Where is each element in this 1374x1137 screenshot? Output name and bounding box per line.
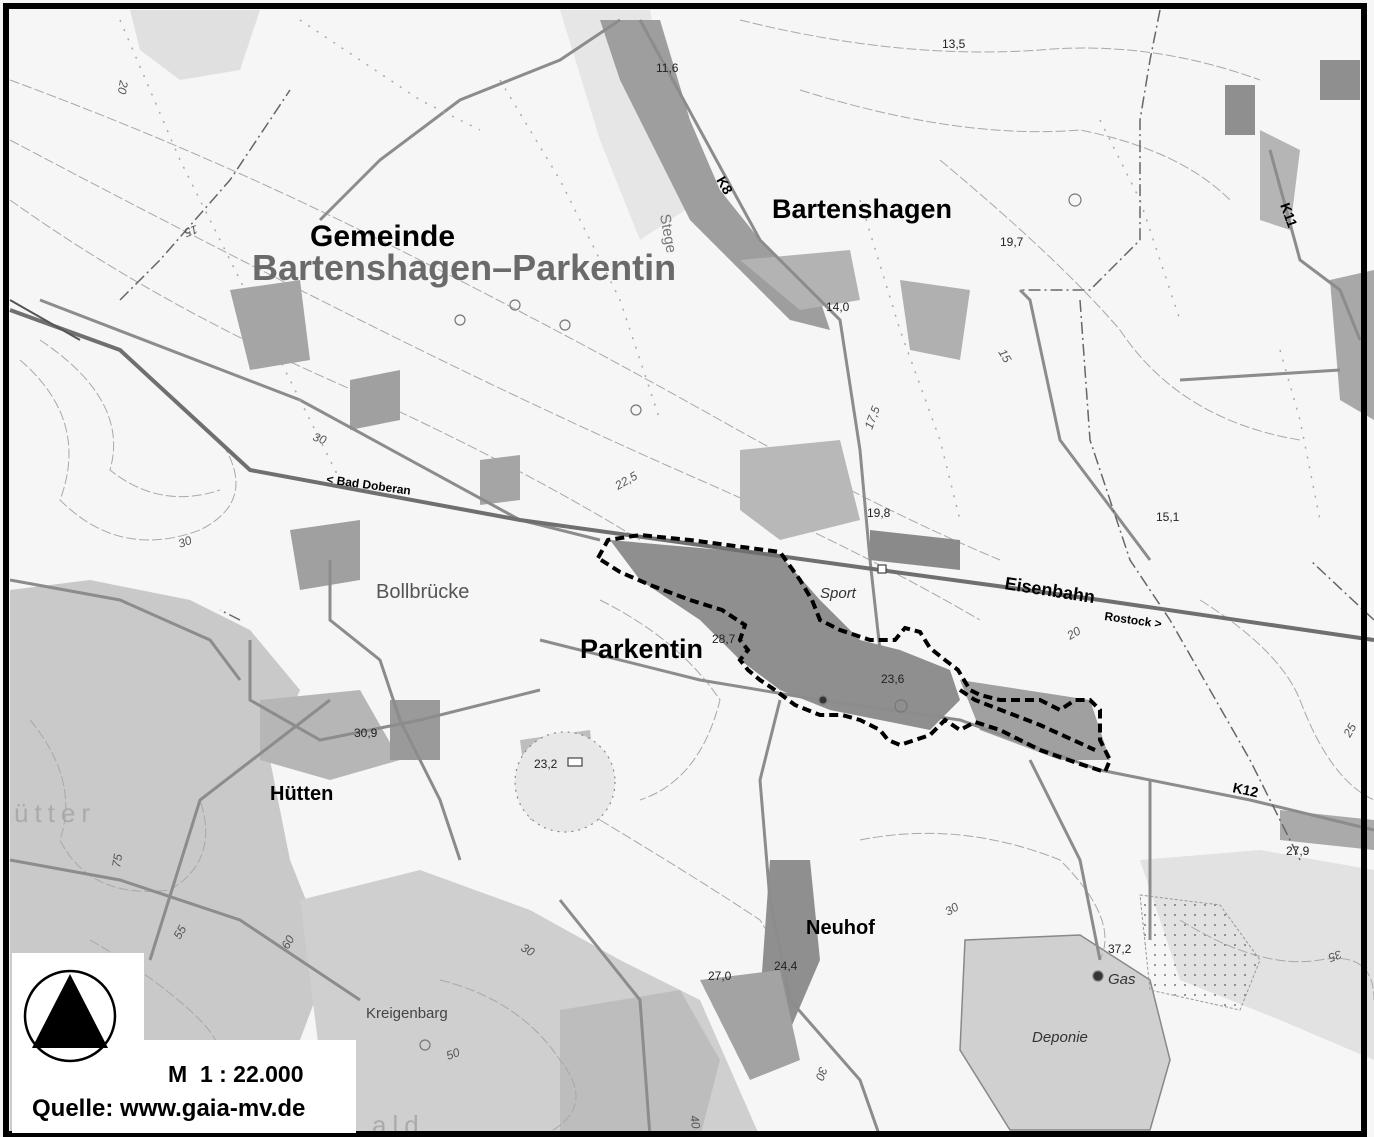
place-label-bollbruecke: Bollbrücke <box>376 581 469 603</box>
contour-label-20b: 20 <box>1064 624 1084 643</box>
contour-label-30b: 30 <box>176 533 194 551</box>
contour-label-40: 40 <box>687 1114 703 1130</box>
spot-height-2: 13,5 <box>942 37 966 51</box>
contour-label-35: 35 <box>1326 947 1344 965</box>
north-arrow-icon <box>23 969 117 1063</box>
place-label-sport: Sport <box>820 585 857 602</box>
place-label-huetten: Hütten <box>270 783 333 805</box>
map-border <box>3 3 1367 1137</box>
tracks <box>119 19 1321 521</box>
road-label-k12: K12 <box>1231 779 1260 800</box>
planning-boundary-parkentin <box>595 532 1113 775</box>
forest-area-south2 <box>560 990 720 1137</box>
municipality-title-line2: Bartenshagen–Parkentin <box>252 247 676 288</box>
road-k8 <box>638 19 882 651</box>
contour-label-60: 60 <box>278 933 297 952</box>
place-label-gas: Gas <box>1108 971 1136 988</box>
map-symbols <box>419 193 1104 1051</box>
planning-boundary-inner <box>958 688 1096 752</box>
spot-height-9: 30,9 <box>354 726 378 740</box>
place-label-kreigenbarg: Kreigenbarg <box>366 1005 448 1022</box>
map-labels: Gemeinde Bartenshagen–Parkentin Bartensh… <box>14 37 1359 1137</box>
place-label-parkentin: Parkentin <box>580 634 703 664</box>
spot-height-12: 37,2 <box>1108 942 1132 956</box>
spot-height-3: 19,7 <box>1000 235 1024 249</box>
contour-label-20a: 20 <box>115 78 131 95</box>
road-k11 <box>1268 149 1362 341</box>
spot-height-10: 23,2 <box>534 757 558 771</box>
contour-label-30d: 30 <box>943 900 962 919</box>
contour-label-30a: 30 <box>311 430 329 448</box>
contour-label-75: 75 <box>109 853 125 869</box>
contour-label-55: 55 <box>170 923 189 942</box>
spot-height-5: 19,8 <box>867 506 891 520</box>
gas-area <box>1139 894 1261 1011</box>
road-k12 <box>539 638 1374 832</box>
source-label: Quelle: www.gaia-mv.de <box>32 1095 306 1122</box>
contour-label-30e: 30 <box>813 1065 831 1083</box>
contour-label-15b: 15 <box>995 347 1014 366</box>
scale-label: M 1 : 22.000 <box>168 1061 304 1087</box>
contour-label-15a: 15 <box>182 222 200 240</box>
road-label-k8: K8 <box>713 174 736 198</box>
admin-boundaries <box>119 9 1374 861</box>
spot-height-8: 23,6 <box>881 672 905 686</box>
forest-area-north <box>560 10 700 240</box>
spot-height-7: 28,7 <box>712 632 736 646</box>
roads <box>9 18 1374 1137</box>
deponie-area <box>959 934 1171 1131</box>
place-label-huetter-fragment: ütter <box>14 798 96 828</box>
railway-line <box>9 308 1374 642</box>
spot-height-14: 24,4 <box>774 959 798 973</box>
contour-label-30c: 30 <box>519 940 538 959</box>
place-label-stege: Stege <box>656 213 680 255</box>
spot-height-6: 15,1 <box>1156 510 1180 524</box>
forest-area-northwest <box>130 10 260 80</box>
place-label-neuhof: Neuhof <box>806 917 875 939</box>
spot-height-4: 14,0 <box>826 300 850 314</box>
contour-label-25: 25 <box>1340 721 1359 741</box>
spot-height-13: 27,0 <box>708 969 732 983</box>
spot-height-11: 27,9 <box>1286 844 1310 858</box>
contour-label-50: 50 <box>444 1045 462 1063</box>
place-label-bartenshagen: Bartenshagen <box>772 194 952 224</box>
spot-height-1: 11,6 <box>656 61 679 75</box>
municipality-title-line1: Gemeinde <box>310 220 455 253</box>
place-label-deponie: Deponie <box>1032 1029 1088 1046</box>
power-line <box>9 299 81 341</box>
